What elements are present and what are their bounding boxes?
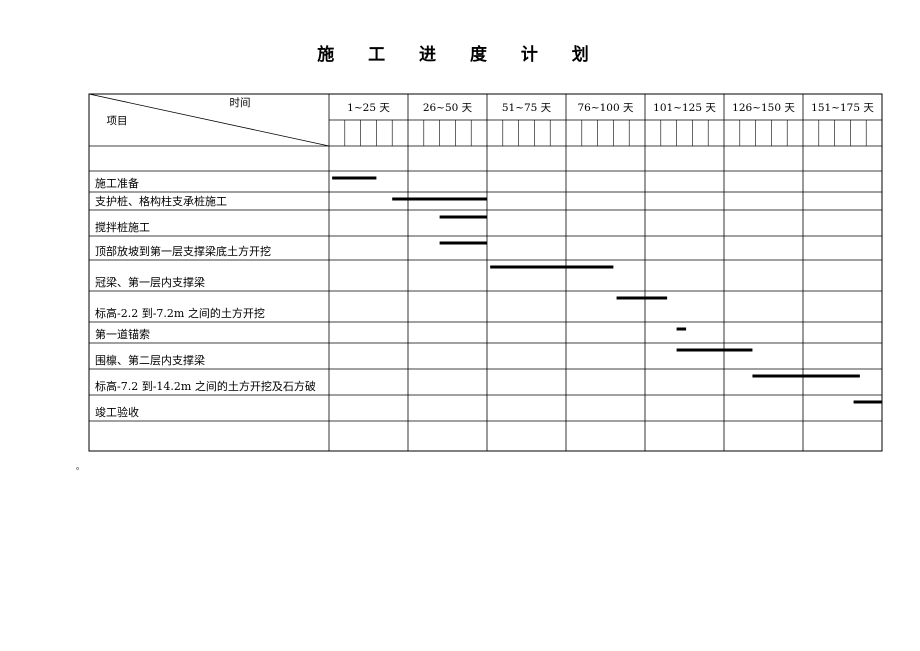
task-label: 标高-7.2 到-14.2m 之间的土方开挖及石方破 [95, 379, 316, 393]
table-border [88, 93, 883, 452]
header-diagonal [88, 93, 330, 147]
task-label: 顶部放坡到第一层支撑梁底土方开挖 [95, 244, 271, 258]
task-label: 搅拌桩施工 [95, 220, 150, 234]
period-label: 51~75 天 [502, 102, 552, 114]
footnote-mark: 。 [76, 462, 84, 471]
period-label: 1~25 天 [347, 102, 390, 114]
task-label: 标高-2.2 到-7.2m 之间的土方开挖 [95, 306, 265, 320]
task-label: 冠梁、第一层内支撑梁 [95, 275, 205, 289]
period-label: 101~125 天 [653, 102, 716, 114]
task-label: 竣工验收 [95, 405, 139, 419]
header-item-label: 项目 [107, 115, 128, 127]
header-time-label: 时间 [230, 96, 251, 109]
task-label: 围檩、第二层内支撑梁 [95, 353, 205, 367]
task-label: 施工准备 [95, 176, 139, 190]
period-label: 76~100 天 [577, 102, 634, 114]
period-label: 151~175 天 [811, 102, 874, 114]
period-label: 26~50 天 [423, 102, 473, 114]
task-label: 支护桩、格构柱支承桩施工 [95, 194, 227, 208]
period-label: 126~150 天 [732, 102, 795, 114]
task-label: 第一道锚索 [95, 327, 150, 341]
page-title: 施 工 进 度 计 划 [317, 45, 603, 65]
